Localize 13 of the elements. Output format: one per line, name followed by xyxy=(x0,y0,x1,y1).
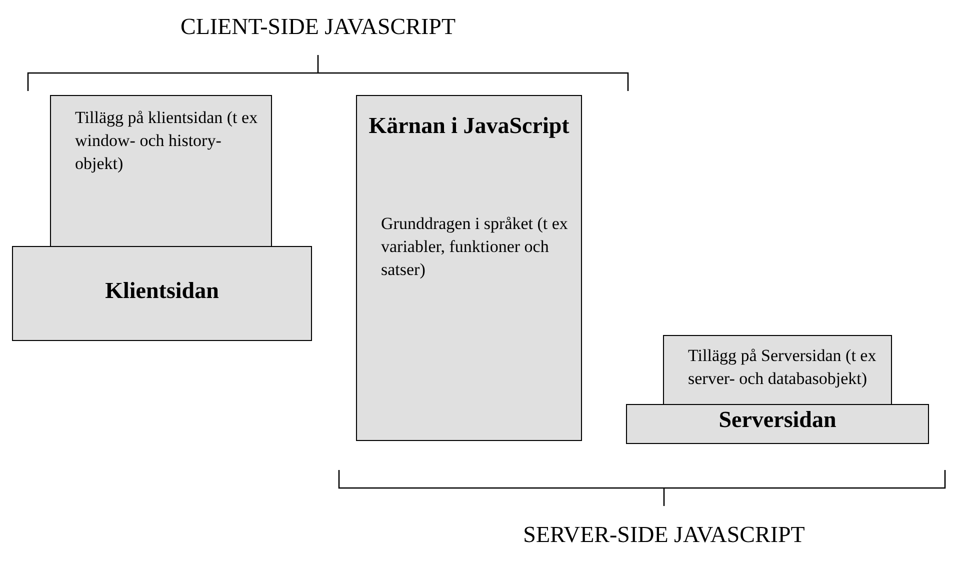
text-box xyxy=(663,335,892,405)
group-label: SERVER-SIDE JAVASCRIPT xyxy=(523,522,805,548)
text-box xyxy=(356,95,582,441)
text-box xyxy=(50,95,272,247)
box-text: Tillägg på klientsidan (t ex window- och history-objekt) xyxy=(75,107,259,175)
box-text: Tillägg på Serversidan (t ex server- och databasobjekt) xyxy=(688,345,878,390)
box-heading: Kärnan i JavaScript xyxy=(368,112,570,140)
text-box xyxy=(12,246,312,341)
text-box xyxy=(626,404,929,444)
box-heading: Klientsidan xyxy=(104,277,220,305)
group-label: CLIENT-SIDE JAVASCRIPT xyxy=(180,14,456,40)
box-heading: Serversidan xyxy=(718,406,838,434)
box-text: Grunddragen i språket (t ex variabler, funktioner och satser) xyxy=(381,213,569,281)
